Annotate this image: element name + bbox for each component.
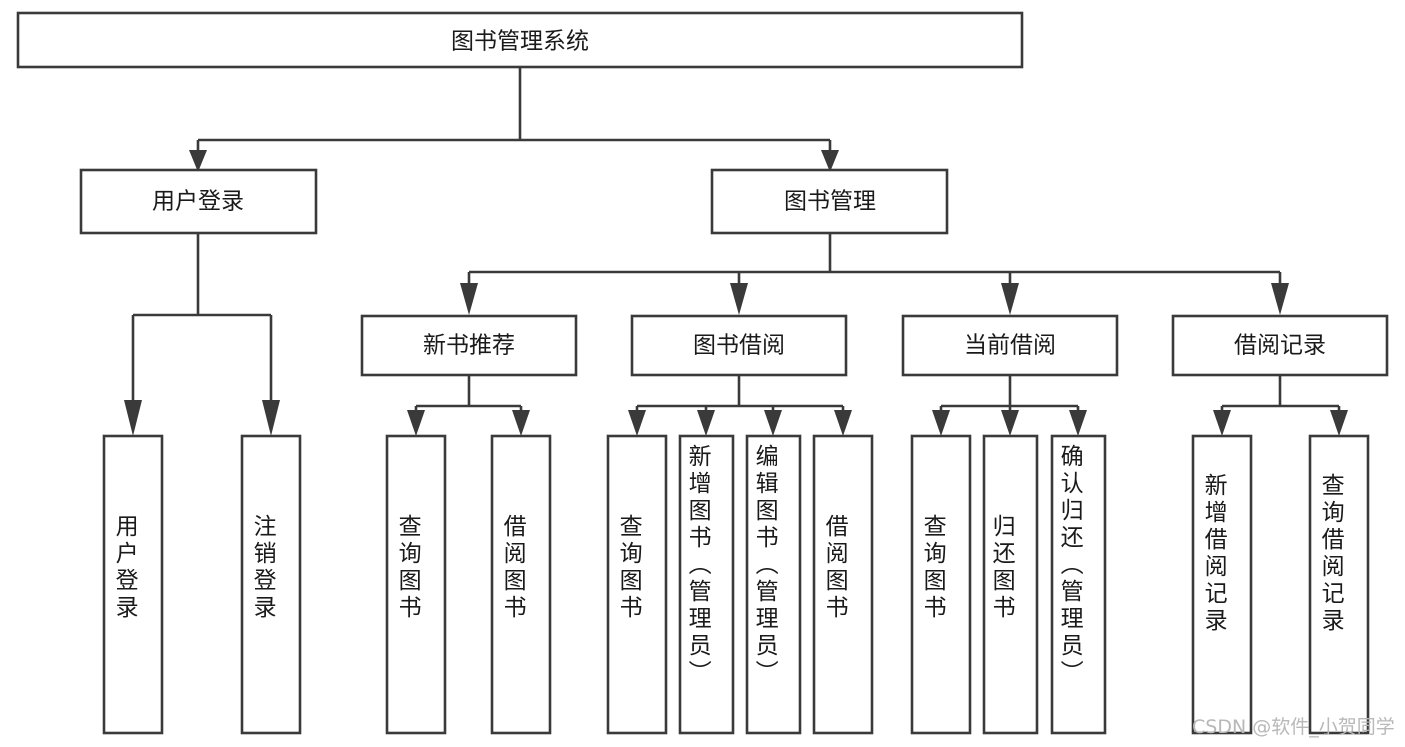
- node-leaf-query-book-2-box[interactable]: [606, 434, 668, 735]
- node-leaf-return-book-box[interactable]: [982, 434, 1039, 735]
- node-new-book-recommend-label: 新书推荐: [423, 333, 515, 359]
- arrow-head-leaf-borrow-book-2: [834, 410, 852, 436]
- node-book-management-box[interactable]: [710, 168, 949, 235]
- arrow-head-leaf-logout-login: [262, 400, 280, 436]
- arrow-head-leaf-return-book: [1001, 410, 1019, 436]
- arrow-head-book-borrow: [730, 283, 748, 315]
- arrow-head-leaf-edit-book: [764, 410, 782, 436]
- arrow-head-new-book-recommend: [460, 283, 478, 315]
- arrow-head-leaf-query-book-2: [628, 410, 646, 436]
- node-layer: 图书管理系统 用户登录 图书管理 新书推荐 图书借阅 当前借阅 借阅记录: [16, 11, 1389, 735]
- csdn-watermark: CSDN @软件_小贺同学: [1192, 716, 1395, 738]
- node-root-label: 图书管理系统: [451, 29, 589, 55]
- node-book-borrow-box[interactable]: [630, 314, 848, 377]
- node-root-box[interactable]: [16, 11, 1024, 69]
- node-leaf-borrow-book-1-box[interactable]: [490, 434, 552, 735]
- node-leaf-query-record-box[interactable]: [1308, 434, 1370, 735]
- arrow-head-leaf-query-book-3: [932, 410, 950, 436]
- node-new-book-recommend-box[interactable]: [360, 314, 578, 377]
- node-leaf-query-book-3-box[interactable]: [910, 434, 972, 735]
- node-user-login-label: 用户登录: [152, 189, 244, 215]
- arrow-head-leaf-add-book: [697, 410, 715, 436]
- arrow-head-leaf-user-login: [124, 400, 142, 436]
- arrow-head-book-management: [821, 150, 839, 172]
- node-leaf-query-book-1-box[interactable]: [385, 434, 447, 735]
- node-current-borrow-label: 当前借阅: [964, 333, 1056, 359]
- connector-layer: [124, 67, 1348, 436]
- node-leaf-add-book-box[interactable]: [678, 434, 735, 735]
- node-book-management-label: 图书管理: [784, 189, 876, 215]
- arrow-head-user-login: [189, 150, 207, 172]
- arrow-head-borrow-record: [1271, 283, 1289, 315]
- node-current-borrow-box[interactable]: [901, 314, 1119, 377]
- arrow-head-leaf-query-book-1: [407, 410, 425, 436]
- arrow-head-leaf-query-record: [1330, 410, 1348, 436]
- node-user-login-box[interactable]: [79, 168, 318, 235]
- node-leaf-logout-login-box[interactable]: [240, 434, 302, 735]
- node-leaf-add-record-box[interactable]: [1191, 434, 1253, 735]
- node-leaf-edit-book-box[interactable]: [745, 434, 802, 735]
- node-borrow-record-label: 借阅记录: [1234, 333, 1326, 359]
- arrow-head-leaf-borrow-book-1: [512, 410, 530, 436]
- arrow-head-current-borrow: [1001, 283, 1019, 315]
- node-book-borrow-label: 图书借阅: [693, 333, 785, 359]
- node-leaf-borrow-book-2-box[interactable]: [812, 434, 874, 735]
- node-borrow-record-box[interactable]: [1171, 314, 1389, 377]
- node-leaf-confirm-return-box[interactable]: [1050, 434, 1107, 735]
- node-leaf-user-login-box[interactable]: [102, 434, 164, 735]
- arrow-head-leaf-confirm-return: [1069, 410, 1087, 436]
- arrow-head-leaf-add-record: [1213, 410, 1231, 436]
